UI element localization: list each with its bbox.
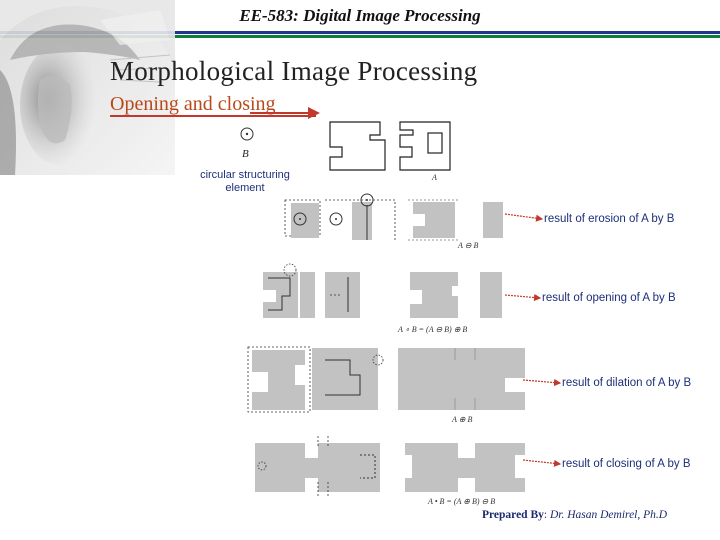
erosion-caption: result of erosion of A by B — [544, 213, 675, 225]
erosion-arrow — [504, 213, 544, 222]
original-label: A — [431, 173, 437, 182]
erosion-label: A ⊖ B — [457, 241, 478, 250]
subtitle-underline — [110, 115, 316, 117]
closing-process-shapes — [255, 436, 380, 498]
dilation-label: A ⊕ B — [451, 415, 472, 424]
erosion-process-shapes — [284, 193, 396, 240]
header-rule-blue — [0, 31, 720, 34]
footer-credit: Prepared By: Dr. Hasan Demirel, Ph.D — [482, 509, 668, 521]
header-rule-green — [0, 35, 720, 38]
lena-portrait-image — [0, 0, 175, 175]
closing-arrow — [522, 459, 562, 467]
erosion-result-image — [408, 199, 503, 241]
closing-result-image — [405, 443, 525, 492]
original-shape-a — [329, 121, 451, 171]
opening-label: A ∘ B = (A ⊖ B) ⊕ B — [397, 325, 467, 334]
slide-subtitle: Opening and closing — [110, 93, 276, 115]
header-title: EE-583: Digital Image Processing — [239, 6, 481, 25]
opening-caption: result of opening of A by B — [542, 292, 676, 304]
dilation-process-shapes — [247, 346, 384, 413]
structuring-element-icon — [240, 127, 254, 141]
closing-label: A • B = (A ⊕ B) ⊖ B — [427, 497, 495, 506]
opening-process-shapes — [263, 263, 360, 318]
structuring-element-caption: circular structuring element — [200, 169, 290, 194]
footer-author: Dr. Hasan Demirel, Ph.D — [549, 509, 668, 521]
structuring-element-label: B — [242, 148, 249, 160]
footer-prepared-label: Prepared By — [482, 509, 544, 521]
opening-arrow — [504, 293, 542, 302]
slide-title: Morphological Image Processing — [110, 56, 478, 86]
dilation-arrow — [522, 378, 562, 387]
dilation-result-image — [398, 348, 525, 410]
closing-caption: result of closing of A by B — [562, 458, 691, 470]
dilation-caption: result of dilation of A by B — [562, 377, 692, 389]
opening-result-image — [410, 272, 502, 318]
